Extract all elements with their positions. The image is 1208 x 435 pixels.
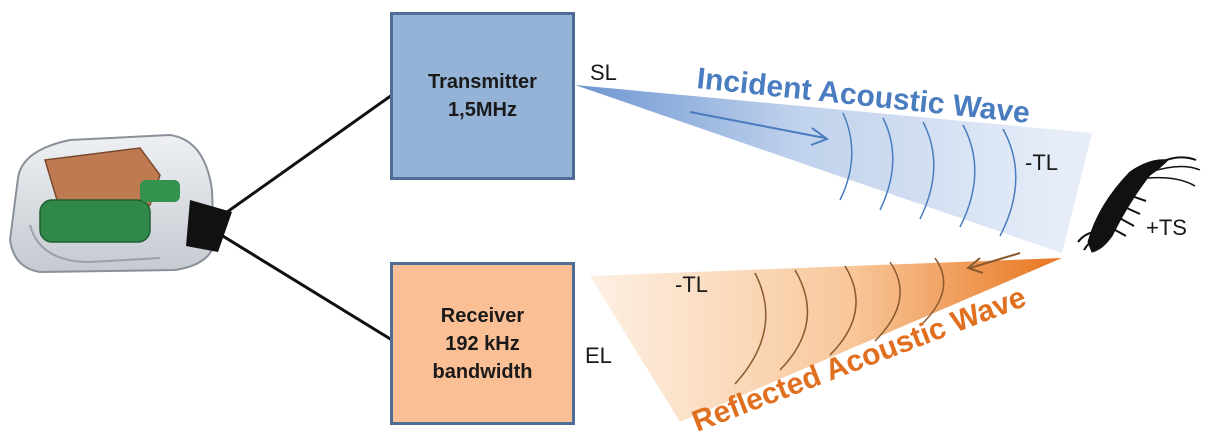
label-sl: SL (590, 60, 617, 85)
incident-arrow-head (810, 127, 830, 146)
receiver-title: Receiver (440, 304, 525, 327)
krill-icon (1077, 156, 1201, 253)
reflected-beam (590, 258, 1062, 422)
reflected-arrow (969, 252, 1021, 269)
receiver-bandwidth-value: 192 kHz (445, 332, 520, 355)
echosounder-device-icon (8, 133, 232, 274)
transmitter-title: Transmitter (428, 71, 537, 93)
connector-to-receiver (212, 228, 393, 342)
label-tl-reflected: -TL (675, 272, 708, 297)
label-el: EL (585, 343, 612, 368)
transmitter-frequency: 1,5MHz (448, 99, 517, 121)
incident-arrow (689, 111, 826, 139)
receiver-bandwidth-label: bandwidth (432, 360, 533, 383)
incident-wavefronts (839, 112, 1017, 237)
transmitter-box: Transmitter 1,5MHz (390, 12, 575, 180)
label-tl-incident: -TL (1025, 150, 1058, 175)
incident-beam (575, 85, 1092, 253)
connector-to-transmitter (212, 93, 393, 224)
reflected-wavefronts (734, 257, 945, 385)
label-ts: +TS (1146, 215, 1187, 240)
receiver-box: Receiver 192 kHz bandwidth (390, 262, 575, 425)
reflected-arrow-head (965, 257, 984, 274)
